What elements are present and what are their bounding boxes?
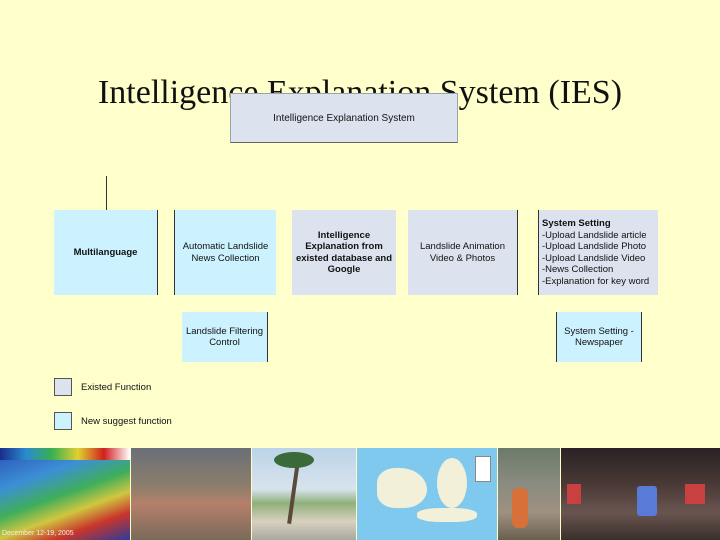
system-setting-heading: System Setting [542,218,611,229]
system-setting-item: -Upload Landslide article [542,229,647,241]
module-system-setting: System Setting -Upload Landslide article… [538,210,658,295]
module-label: Landslide Filtering Control [185,325,264,349]
module-label: System Setting - Newspaper [564,325,634,349]
module-label: Intelligence Explanation from existed da… [295,229,393,276]
palm-tree-crown [274,452,314,468]
display-screen [567,484,581,504]
module-label: Landslide Animation Video & Photos [419,241,506,264]
module-label: Multilanguage [73,246,138,258]
disaster-debris-photo [131,448,251,540]
map-landmass [377,468,427,508]
connector-line [106,176,107,210]
system-setting-item: -News Collection [542,264,614,275]
satellite-rainfall-image: December 12-19, 2005 [0,448,130,540]
control-room-photo [561,448,720,540]
display-screen [685,484,705,504]
legend-new-swatch [54,412,72,430]
module-system-setting-newspaper: System Setting - Newspaper [556,312,642,362]
module-intelligence-explanation: Intelligence Explanation from existed da… [292,210,396,295]
southeast-asia-map [357,448,497,540]
system-setting-item: -Upload Landslide Photo [542,241,647,252]
tsunami-beach-photo [252,448,356,540]
system-setting-item: -Explanation for key word [542,275,650,287]
map-landmass [417,508,477,522]
legend-new-label: New suggest function [81,416,172,427]
map-legend [475,456,491,482]
color-scale-bar [0,448,130,460]
module-filtering-control: Landslide Filtering Control [182,312,268,362]
legend-existed-swatch [54,378,72,396]
module-animation: Landslide Animation Video & Photos [408,210,518,295]
module-multilanguage: Multilanguage [54,210,158,295]
system-setting-item: -Upload Landslide Video [542,252,646,264]
person-figure [512,488,528,528]
root-system-label: Intelligence Explanation System [273,113,415,124]
root-system-box: Intelligence Explanation System [230,93,458,143]
module-news-collection: Automatic Landslide News Collection [174,210,276,295]
legend-existed-label: Existed Function [81,382,152,393]
photo-caption: December 12-19, 2005 [2,530,74,537]
module-label: Automatic Landslide News Collection [182,241,269,264]
display-screen [637,486,657,516]
map-landmass [437,458,467,508]
flood-people-photo [498,448,560,540]
